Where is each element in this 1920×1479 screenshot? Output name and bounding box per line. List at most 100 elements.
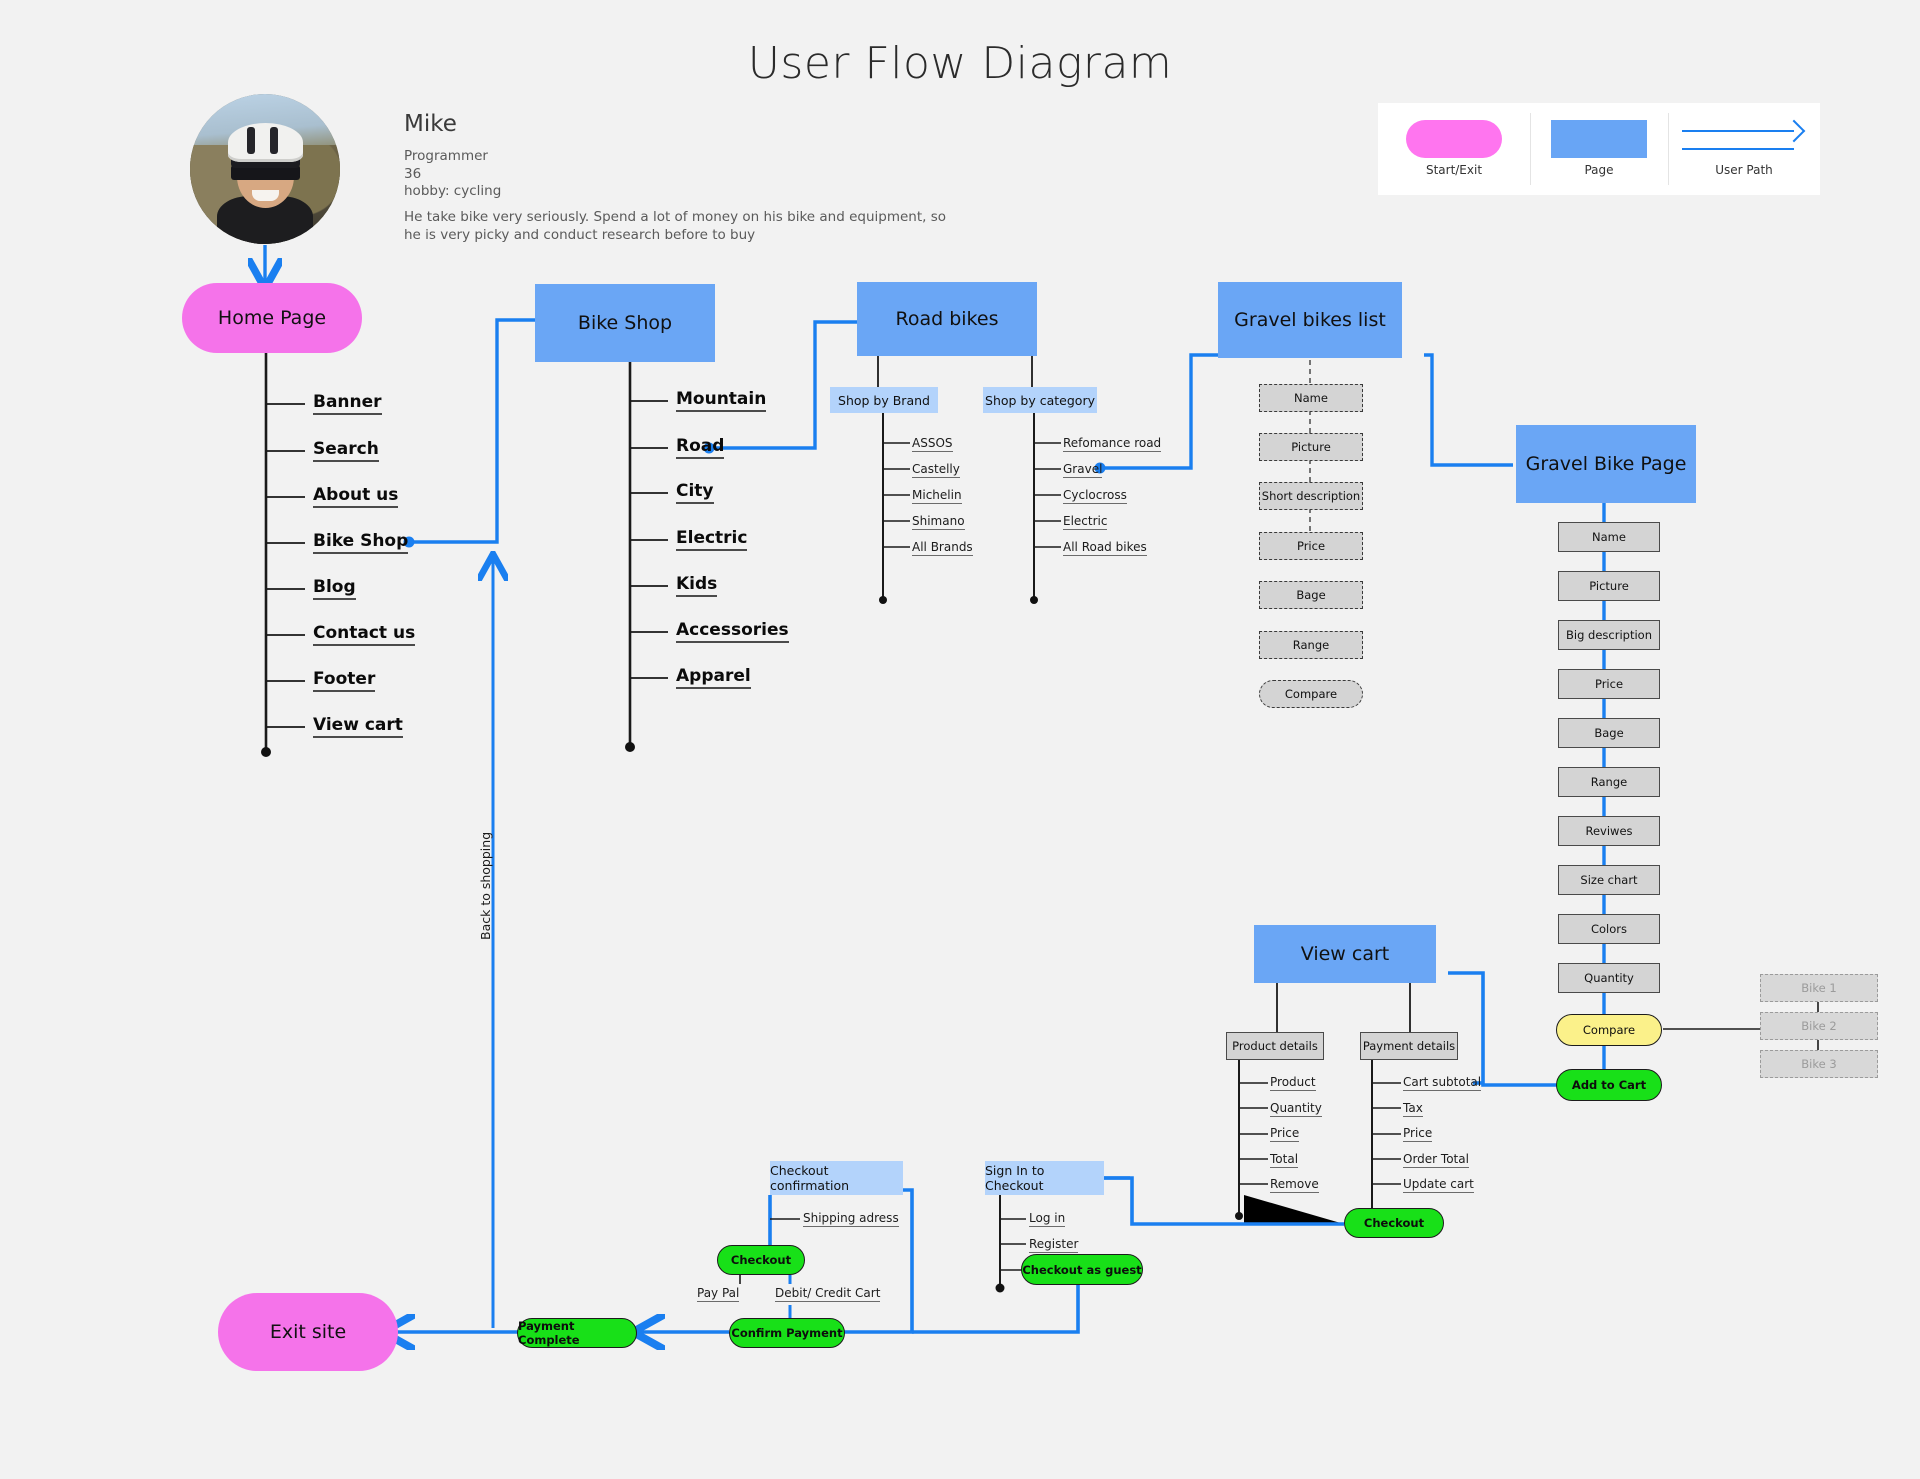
gbp-bage: Bage [1558,718,1660,748]
persona-name: Mike [404,111,457,137]
node-payment-details[interactable]: Payment details [1360,1032,1458,1060]
home-item-contact-us[interactable]: Contact us [313,623,416,646]
gravel-list-picture: Picture [1259,433,1363,461]
legend-user-path: User Path [1668,103,1820,195]
gravel-list-name: Name [1259,384,1363,412]
persona-meta: Programmer 36 hobby: cycling [404,148,501,201]
node-shop-by-brand[interactable]: Shop by Brand [830,387,938,413]
node-product-details[interactable]: Product details [1226,1032,1324,1060]
node-checkout-confirmation-label: Checkout confirmation [770,1163,850,1193]
category-item-gravel[interactable]: Gravel [1063,462,1103,478]
brand-item-shimano[interactable]: Shimano [912,514,965,530]
shop-item-apparel[interactable]: Apparel [676,666,751,689]
product-detail-price[interactable]: Price [1270,1126,1300,1142]
brand-item-assos[interactable]: ASSOS [912,436,953,452]
payment-detail-update-cart[interactable]: Update cart [1403,1177,1474,1193]
node-shop-by-category-label: Shop by category [985,392,1095,408]
gravel-list-price: Price [1259,532,1363,560]
payment-detail-price[interactable]: Price [1403,1126,1433,1142]
brand-item-all-brands[interactable]: All Brands [912,540,973,556]
node-bike-shop-label: Bike Shop [577,312,673,334]
confirm-payment-button[interactable]: Confirm Payment [729,1318,845,1348]
shop-item-city[interactable]: City [676,481,714,504]
shop-item-mountain[interactable]: Mountain [676,389,767,412]
gbp-size-chart: Size chart [1558,865,1660,895]
gbp-picture: Picture [1558,571,1660,601]
home-item-about-us[interactable]: About us [313,485,399,508]
category-item-cyclocross[interactable]: Cyclocross [1063,488,1127,504]
payment-complete-button[interactable]: Payment Complete [517,1318,637,1348]
node-checkout-confirmation[interactable]: Checkout confirmation [770,1161,903,1195]
persona-role: Programmer [404,148,488,164]
gbp-compare-button[interactable]: Compare [1556,1014,1662,1046]
persona-age: 36 [404,165,422,182]
legend-start-exit-swatch [1406,120,1502,158]
payment-method-debit-credit[interactable]: Debit/ Credit Cart [775,1286,881,1302]
node-view-cart[interactable]: View cart [1254,925,1436,983]
legend-page-label: Page [1584,163,1614,177]
product-detail-quantity[interactable]: Quantity [1270,1101,1322,1117]
node-road-bikes[interactable]: Road bikes [857,282,1037,356]
node-sign-in-label: Sign In to Checkout [985,1163,1045,1193]
node-gravel-bikes-list-label: Gravel bikes list [1234,309,1386,331]
product-detail-total[interactable]: Total [1270,1152,1299,1168]
confirmation-checkout-button[interactable]: Checkout [717,1245,805,1275]
node-exit-site-label: Exit site [269,1321,347,1343]
node-road-bikes-label: Road bikes [895,308,999,330]
home-item-bike-shop[interactable]: Bike Shop [313,531,409,554]
compare-bike-2: Bike 2 [1760,1012,1878,1040]
signin-item-register[interactable]: Register [1029,1237,1079,1253]
legend-user-path-label: User Path [1715,163,1773,177]
gbp-colors: Colors [1558,914,1660,944]
payment-method-paypal[interactable]: Pay Pal [697,1286,740,1302]
node-sign-in-to-checkout[interactable]: Sign In to Checkout [985,1161,1104,1195]
category-item-electric[interactable]: Electric [1063,514,1108,530]
home-item-banner[interactable]: Banner [313,392,382,415]
shop-item-electric[interactable]: Electric [676,528,748,551]
legend: Start/Exit Page User Path [1378,103,1820,195]
gbp-name: Name [1558,522,1660,552]
home-item-search[interactable]: Search [313,439,379,462]
payment-detail-order-total[interactable]: Order Total [1403,1152,1469,1168]
shop-item-kids[interactable]: Kids [676,574,718,597]
compare-bike-1: Bike 1 [1760,974,1878,1002]
node-home-page[interactable]: Home Page [182,283,362,353]
brand-item-castelly[interactable]: Castelly [912,462,960,478]
persona-avatar [190,94,340,244]
signin-checkout-as-guest-button[interactable]: Checkout as guest [1021,1254,1143,1285]
gbp-add-to-cart-button[interactable]: Add to Cart [1556,1069,1662,1101]
back-to-shopping-label: Back to shopping [478,831,493,940]
home-item-blog[interactable]: Blog [313,577,356,600]
cart-checkout-button[interactable]: Checkout [1344,1208,1444,1238]
node-gravel-bikes-list[interactable]: Gravel bikes list [1218,282,1402,358]
confirmation-item-shipping-address[interactable]: Shipping adress [803,1211,899,1227]
category-item-all-road-bikes[interactable]: All Road bikes [1063,540,1147,556]
product-detail-product[interactable]: Product [1270,1075,1316,1091]
node-gravel-bike-page[interactable]: Gravel Bike Page [1516,425,1696,503]
product-detail-remove[interactable]: Remove [1270,1177,1319,1193]
node-shop-by-category[interactable]: Shop by category [983,387,1097,413]
node-view-cart-label: View cart [1300,943,1390,965]
gbp-quantity: Quantity [1558,963,1660,993]
home-item-view-cart[interactable]: View cart [313,715,403,738]
legend-arrow-icon [1682,119,1806,154]
shop-item-accessories[interactable]: Accessories [676,620,789,643]
shop-item-road[interactable]: Road [676,436,725,459]
node-bike-shop[interactable]: Bike Shop [535,284,715,362]
legend-page-swatch [1551,120,1647,158]
persona-hobby: hobby: cycling [404,183,502,199]
gravel-list-compare[interactable]: Compare [1259,680,1363,708]
node-home-page-label: Home Page [217,307,327,329]
payment-detail-tax[interactable]: Tax [1403,1101,1423,1117]
gravel-list-bage: Bage [1259,581,1363,609]
compare-bike-3: Bike 3 [1760,1050,1878,1078]
brand-item-michelin[interactable]: Michelin [912,488,962,504]
node-exit-site[interactable]: Exit site [218,1293,398,1371]
category-item-refomance-road[interactable]: Refomance road [1063,436,1162,452]
home-item-footer[interactable]: Footer [313,669,376,692]
persona-description: He take bike very seriously. Spend a lot… [404,209,947,243]
signin-item-log-in[interactable]: Log in [1029,1211,1066,1227]
node-shop-by-brand-label: Shop by Brand [838,392,930,408]
payment-detail-cart-subtotal[interactable]: Cart subtotal [1403,1075,1482,1091]
